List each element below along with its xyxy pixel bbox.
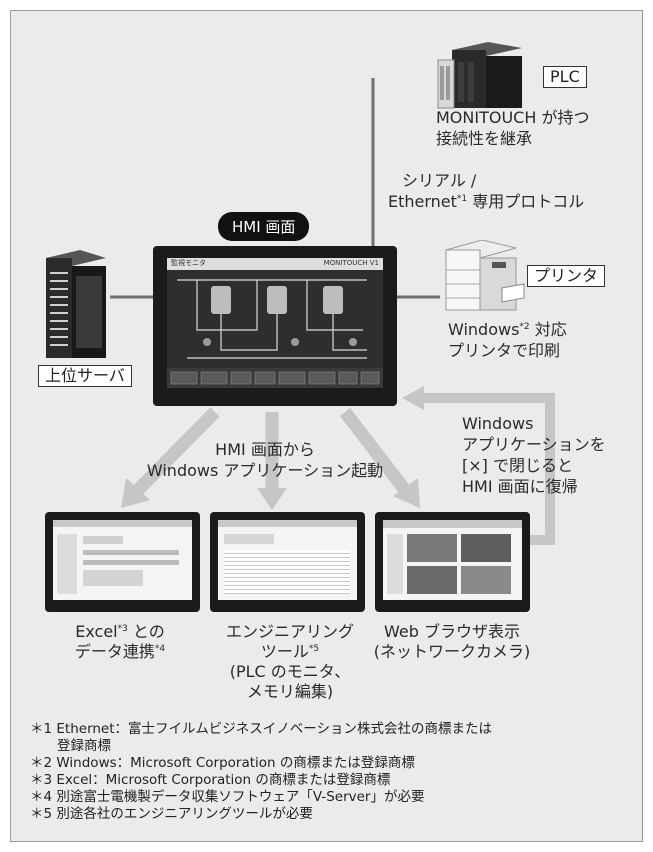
monitouch-text-2: 接続性を継承	[436, 129, 533, 148]
print-text-1: Windows*2 対応	[448, 320, 567, 339]
return-text-3: [×] で閉じると	[462, 456, 573, 475]
printer-label: プリンタ	[527, 265, 606, 287]
monitouch-text-1: MONITOUCH が持つ	[436, 108, 590, 127]
return-arrow-path	[420, 393, 555, 545]
web-text-1: Web ブラウザ表示	[384, 622, 520, 641]
footnote-2: ＊2 Windows：Microsoft Corporation の商標または登…	[30, 755, 415, 771]
hmi-device: 監視モニタ MONITOUCH V1	[153, 246, 397, 406]
launch-text-2: Windows アプリケーション起動	[146, 461, 384, 480]
return-text-4: HMI 画面に復帰	[462, 477, 578, 496]
eng-text-4: メモリ編集)	[246, 682, 334, 701]
footnote-5: ＊5 別途各社のエンジニアリングツールが必要	[30, 806, 313, 822]
footnote-4: ＊4 別途富士電機製データ収集ソフトウェア「V-Server」が必要	[30, 789, 425, 805]
server-icon	[46, 250, 106, 358]
arrow-to-excel	[121, 478, 150, 508]
print-text-2: プリンタで印刷	[448, 341, 561, 360]
eng-text-3: (PLC のモニタ、	[229, 662, 351, 681]
launch-text-1: HMI 画面から	[215, 440, 315, 459]
web-text-2: (ネットワークカメラ)	[373, 642, 531, 661]
protocol-text-2: Ethernet*1 専用プロトコル	[388, 192, 585, 211]
engineering-tablet	[210, 512, 365, 612]
arrow-to-web	[393, 478, 420, 508]
plc-label: PLC	[543, 66, 587, 88]
excel-text-2: データ連携*4	[74, 642, 166, 661]
server-label: 上位サーバ	[38, 365, 132, 387]
footnote-3: ＊3 Excel：Microsoft Corporation の商標または登録商…	[30, 772, 391, 788]
hmi-screen: 監視モニタ MONITOUCH V1	[167, 258, 383, 388]
eng-text-2: ツール*5	[260, 642, 320, 661]
excel-text-1: Excel*3 との	[75, 622, 165, 641]
footnote-1: ＊1 Ethernet：富士フイルムビジネスイノベーション株式会社の商標または	[30, 721, 492, 737]
hmi-screen-title: 監視モニタ	[171, 259, 206, 267]
printer-icon	[445, 240, 525, 311]
excel-screen	[53, 520, 192, 600]
return-text-2: アプリケーションを	[462, 435, 606, 454]
excel-tablet	[45, 512, 200, 612]
web-screen	[383, 520, 522, 600]
footnote-1-cont: 登録商標	[30, 738, 111, 754]
arrow-to-engineering	[257, 488, 287, 510]
eng-text-1: エンジニアリング	[225, 622, 354, 641]
protocol-text-1: シリアル /	[402, 171, 477, 190]
engineering-screen	[218, 520, 357, 600]
hmi-screen-badge: HMI 画面	[218, 212, 310, 241]
hmi-screen-model: MONITOUCH V1	[323, 259, 379, 267]
plc-device-icon	[437, 42, 522, 109]
return-arrow-head	[402, 386, 424, 410]
diagram-panel	[10, 10, 643, 842]
hmi-process-graphic	[167, 270, 383, 388]
return-text-1: Windows	[462, 414, 534, 433]
web-tablet	[375, 512, 530, 612]
